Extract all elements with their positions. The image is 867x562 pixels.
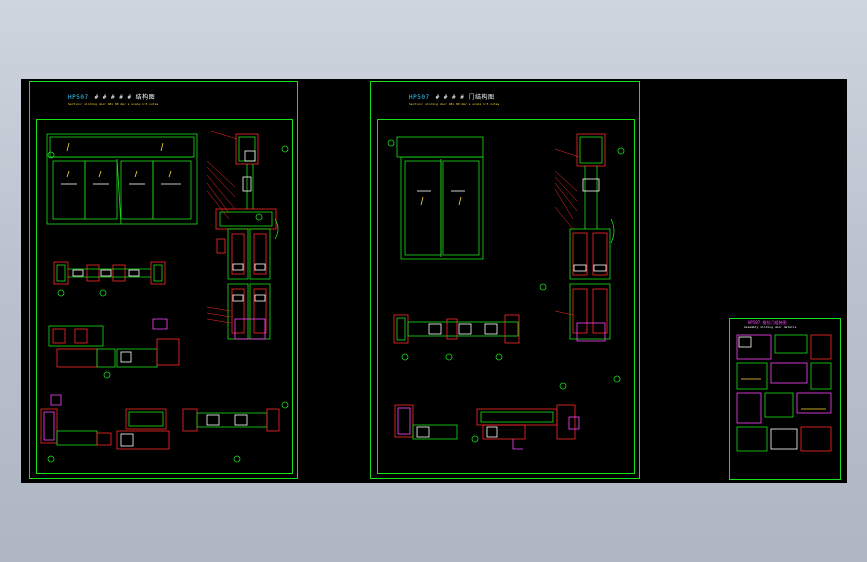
drawing-sheet-3: HP507 推拉门组装图 Assembly sliding door detai… (729, 318, 841, 480)
sheet-1-inner-border (36, 119, 293, 474)
sheet-3-subtitle: Assembly sliding door details (744, 325, 797, 329)
sheet-2-elevation (396, 136, 484, 260)
sheet-2-code: HP507 (409, 94, 430, 101)
drawing-sheet-2: HP507 # # # # 门结构图 Section: sliding door … (370, 81, 640, 479)
sheet-2-inner-border (377, 119, 635, 474)
sheet-1-section-row-1 (53, 261, 166, 285)
sheet-1-vertical-section (215, 133, 279, 340)
sheet-1-title: HP507 # # # # # 结构图 (68, 92, 155, 101)
sheet-2-section-row-1 (393, 314, 520, 344)
sheet-2-vertical-section (569, 133, 615, 342)
sheet-1-section-row-3 (40, 394, 280, 450)
sheet-2-title: HP507 # # # # 门结构图 (409, 92, 494, 101)
sheet-1-name: # # # # # 结构图 (94, 94, 156, 101)
sheet-3-assembly (736, 334, 832, 452)
sheet-2-subtitle: Section: sliding door 48x 80 mm/ s scale… (409, 102, 500, 106)
sheet-2-section-row-2 (394, 404, 580, 450)
sheet-2-name: # # # # 门结构图 (435, 94, 495, 101)
cad-viewport[interactable]: HP507 # # # # # 结构图 Section: sliding door… (21, 79, 847, 483)
sheet-1-elevation (46, 133, 198, 225)
sheet-1-section-row-2 (48, 318, 180, 368)
sheet-1-code: HP507 (68, 94, 89, 101)
drawing-sheet-1: HP507 # # # # # 结构图 Section: sliding door… (29, 81, 298, 479)
sheet-1-subtitle: Section: sliding door 48x 80 mm/ s scale… (68, 102, 159, 106)
cad-linework (40, 130, 832, 463)
sheet-3-title: HP507 推拉门组装图 (748, 320, 787, 325)
